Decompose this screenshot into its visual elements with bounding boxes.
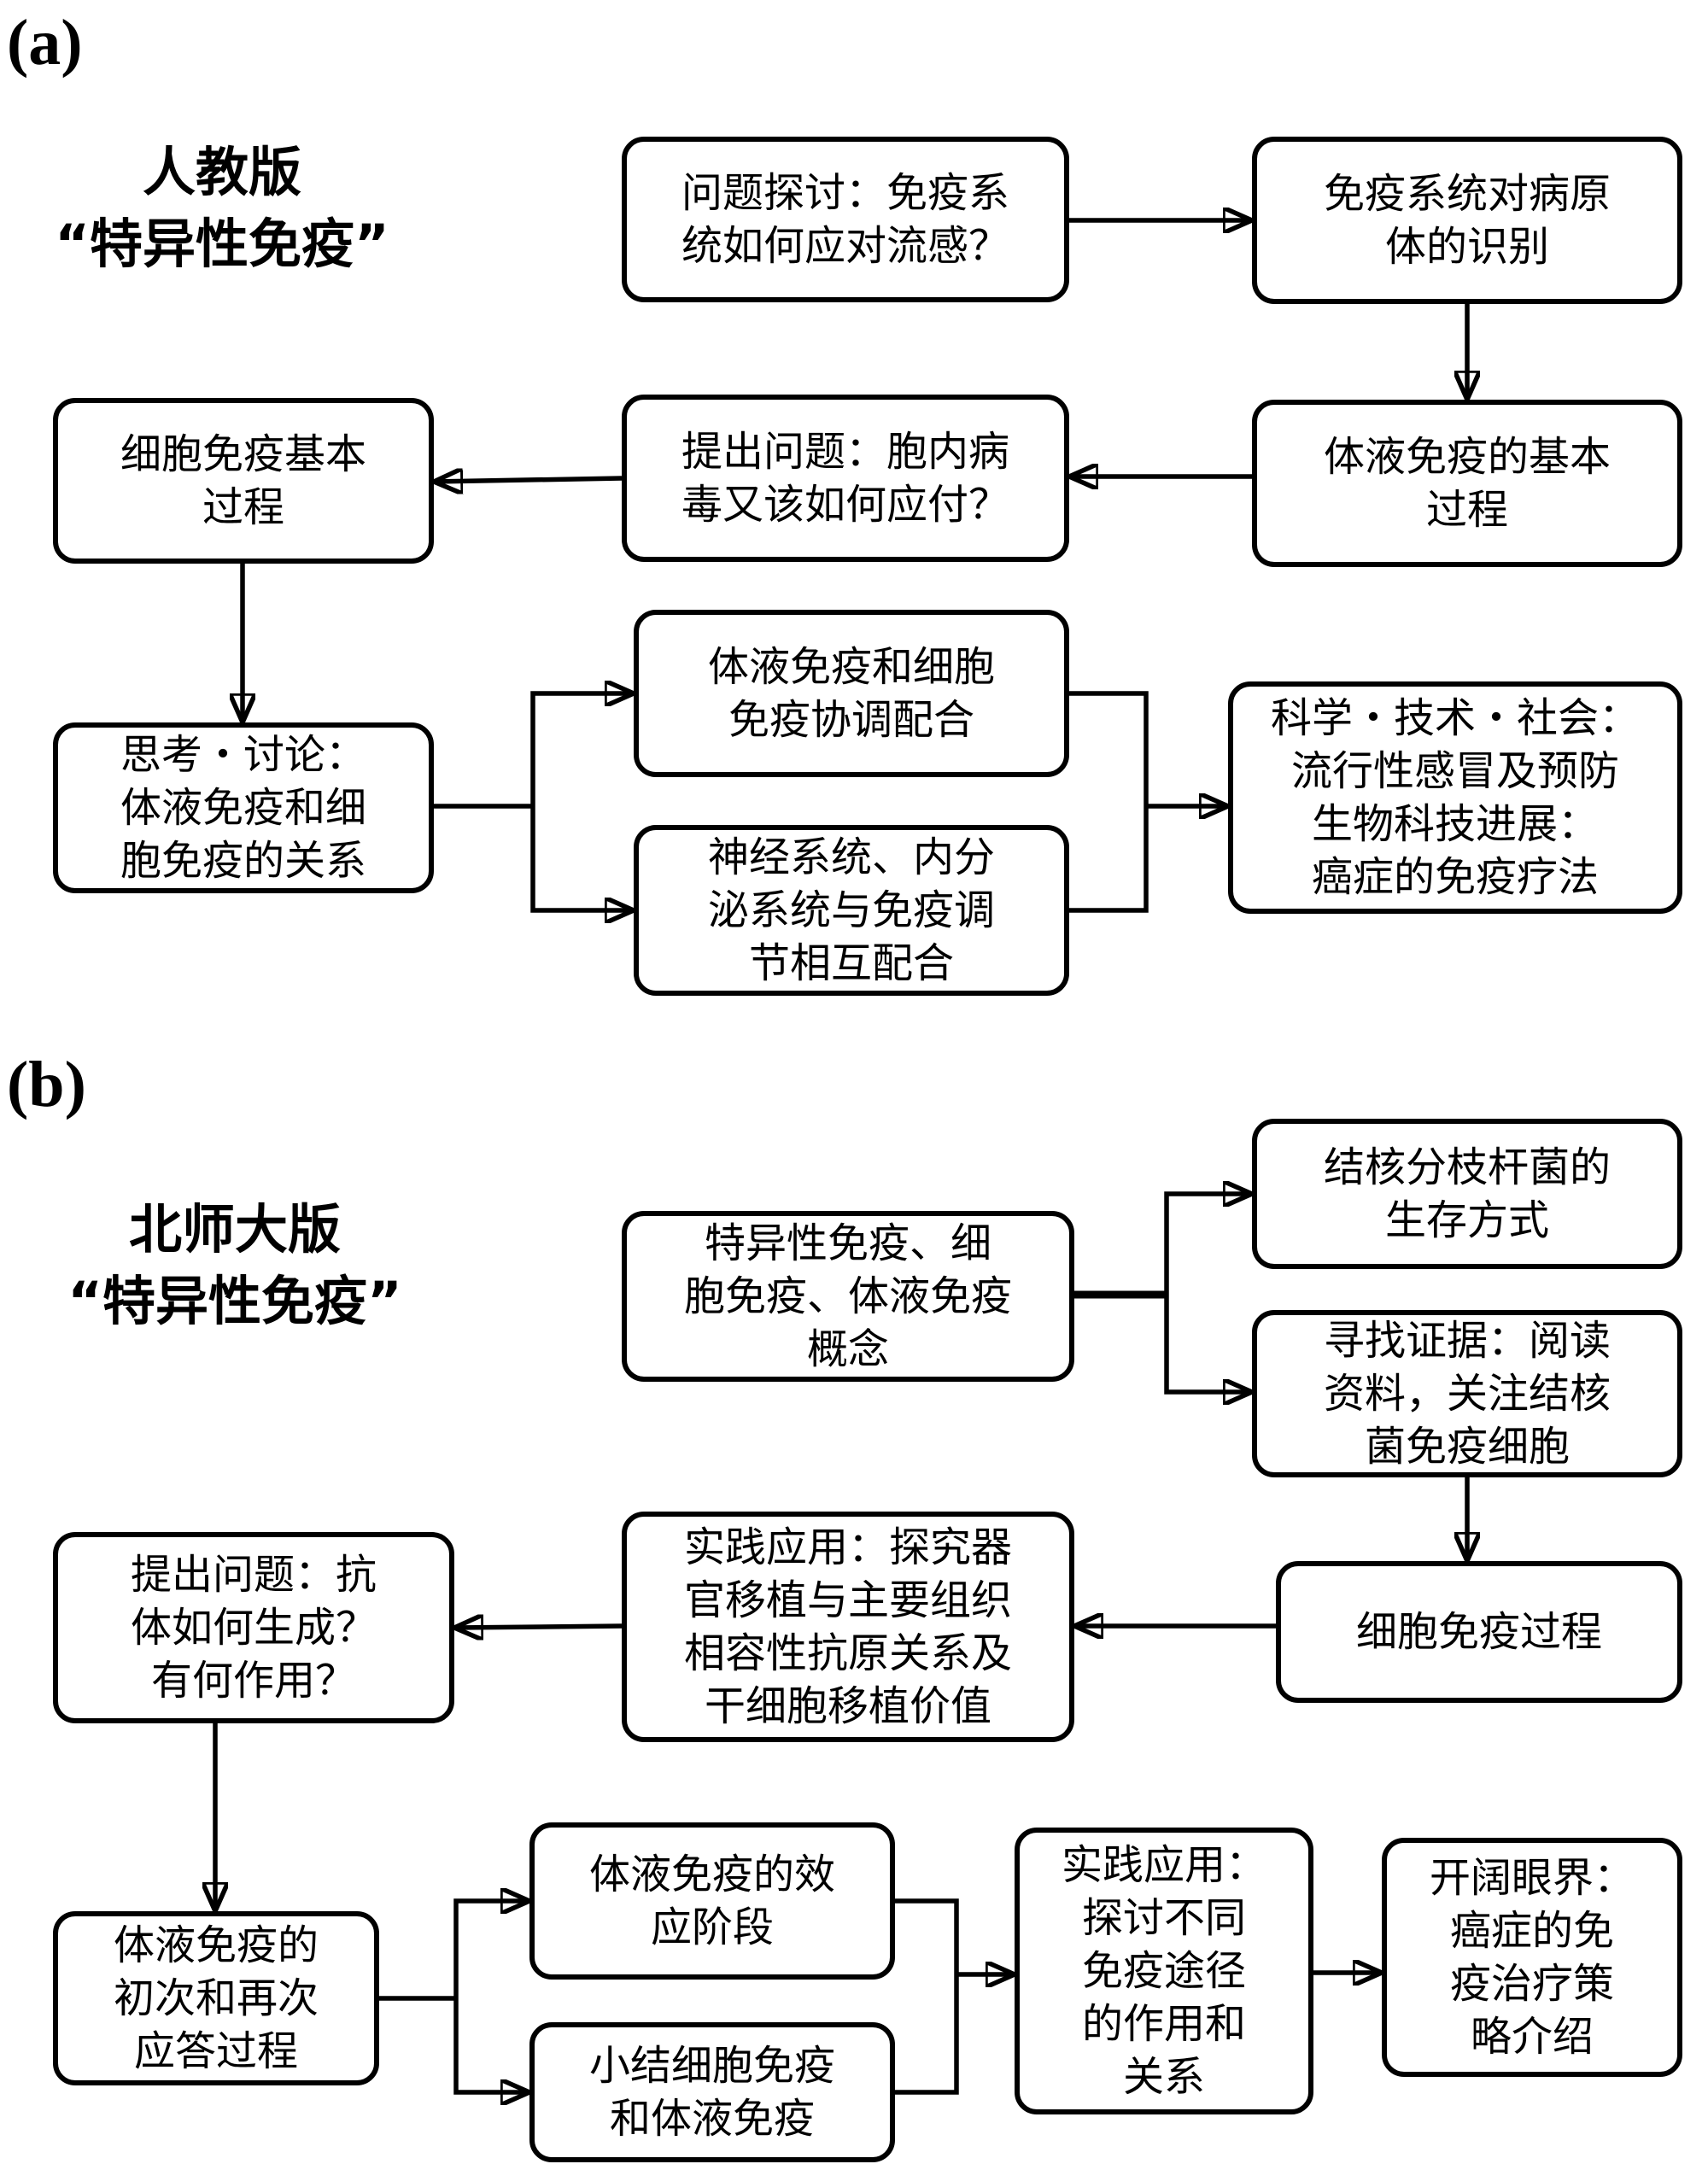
box-b10-practice-pathways: 实践应用： 探讨不同 免疫途径 的作用和 关系	[1015, 1828, 1313, 2114]
box-a7-coordination: 体液免疫和细胞 免疫协调配合	[634, 610, 1069, 777]
line-b8-merge	[895, 1898, 959, 2095]
box-a4-question-intracellular: 提出问题：胞内病 毒又该如何应付？	[622, 395, 1069, 562]
box-b1-concepts: 特异性免疫、细 胞免疫、体液免疫 概念	[622, 1211, 1074, 1382]
arrow-b1-to-b2	[1164, 1194, 1252, 1295]
box-b2-mycobacterium: 结核分枝杆菌的 生存方式	[1252, 1119, 1682, 1269]
panel-b-title: 北师大版 “特异性免疫”	[67, 1198, 402, 1332]
box-a5-cellular-basic-process: 细胞免疫基本 过程	[53, 398, 434, 564]
box-a9-sts-cancer-immunotherapy: 科学・技术・社会： 流行性感冒及预防 生物科技进展： 癌症的免疫疗法	[1228, 681, 1682, 914]
arrow-a6-to-a7	[530, 693, 634, 806]
box-b9-summary: 小结细胞免疫 和体液免疫	[529, 2022, 895, 2162]
box-b7-primary-secondary-response: 体液免疫的 初次和再次 应答过程	[53, 1911, 379, 2085]
arrow-a4-to-a5	[434, 478, 623, 482]
box-b6-question-antibody: 提出问题：抗 体如何生成？ 有何作用？	[53, 1532, 454, 1723]
box-a6-think-discuss: 思考・讨论： 体液免疫和细 胞免疫的关系	[53, 722, 434, 893]
box-a1-question-flu: 问题探讨：免疫系 统如何应对流感？	[622, 137, 1069, 302]
panel-b-label: (b)	[7, 1049, 86, 1120]
panel-a-title: 人教版 “特异性免疫”	[55, 141, 389, 275]
arrow-b7-to-b8	[453, 1901, 529, 1998]
box-a2-pathogen-recognition: 免疫系统对病原 体的识别	[1252, 137, 1682, 304]
arrow-b1-to-b3	[1164, 1295, 1252, 1392]
box-a3-humoral-basic-process: 体液免疫的基本 过程	[1252, 400, 1682, 567]
arrow-a6-to-a8	[530, 806, 634, 910]
box-b8-humoral-effector: 体液免疫的效 应阶段	[529, 1822, 895, 1980]
box-b11-broaden-horizons: 开阔眼界： 癌症的免 疫治疗策 略介绍	[1382, 1838, 1682, 2077]
arrow-b5-to-b6	[454, 1626, 623, 1628]
line-a7-merge	[1069, 691, 1149, 913]
panel-a-label: (a)	[7, 7, 83, 79]
box-a8-neuro-endocrine: 神经系统、内分 泌系统与免疫调 节相互配合	[634, 825, 1069, 996]
arrow-b7-to-b9	[453, 1998, 529, 2092]
box-b4-cellular-process: 细胞免疫过程	[1276, 1561, 1682, 1703]
box-b3-find-evidence: 寻找证据：阅读 资料，关注结核 菌免疫细胞	[1252, 1310, 1682, 1477]
box-b5-practice-transplant: 实践应用：探究器 官移植与主要组织 相容性抗原关系及 干细胞移植价值	[622, 1512, 1074, 1742]
